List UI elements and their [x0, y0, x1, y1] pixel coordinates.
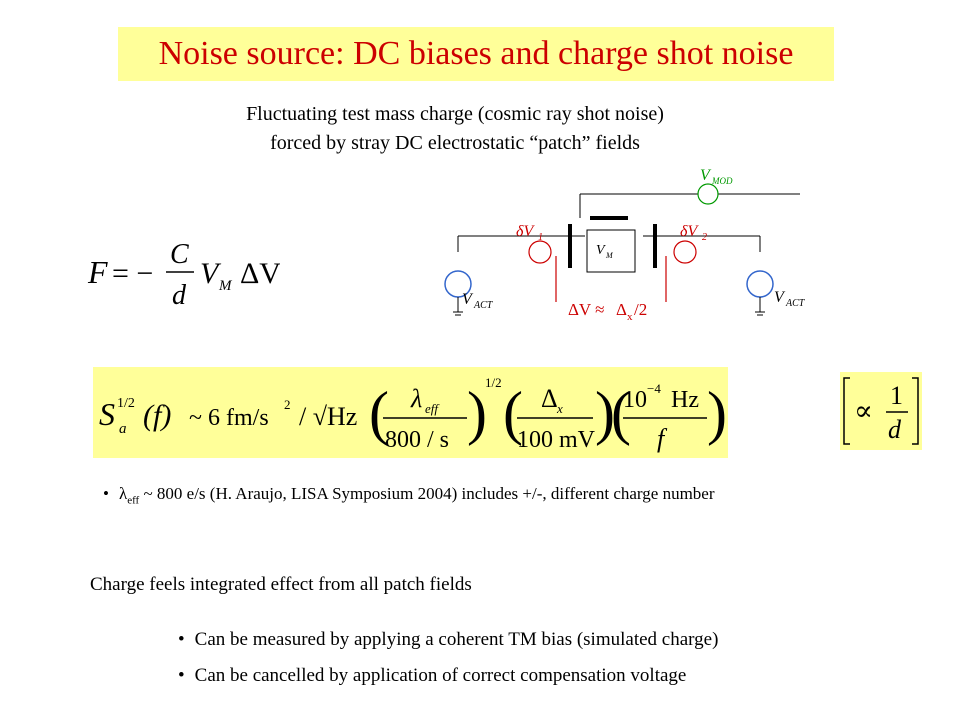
half-exponent: 1/2	[485, 375, 502, 390]
proportional-symbol: ∝	[854, 396, 873, 427]
slide-title: Noise source: DC biases and charge shot …	[158, 35, 794, 72]
hz-unit: Hz	[671, 387, 699, 413]
lambda-bullet-subscript: eff	[127, 494, 140, 507]
squared-exponent: 2	[284, 397, 291, 412]
bullet-glyph: •	[178, 629, 185, 650]
patch-heading: Charge feels integrated effect from all …	[90, 574, 472, 595]
vact-left-label: V	[462, 291, 474, 308]
bullet-cancelled-text: Can be cancelled by application of corre…	[194, 665, 687, 686]
dv1-subscript: 1	[538, 232, 543, 243]
voltage-subscript: M	[218, 278, 233, 294]
per-root-hz: / √Hz	[299, 402, 357, 431]
proportional-highlight	[840, 372, 922, 450]
lambda-bullet-text: ~ 800 e/s (H. Araujo, LISA Symposium 200…	[139, 484, 715, 503]
slide-subtitle: Fluctuating test mass charge (cosmic ray…	[150, 100, 760, 158]
bullet-measured: • Can be measured by applying a coherent …	[178, 629, 718, 651]
bullet-cancelled: • Can be cancelled by application of corr…	[178, 665, 686, 687]
noise-equation: S 1/2 a (f) ~ 6 fm/s 2 / √Hz ( λ eff 800…	[99, 375, 727, 453]
hz-exponent: −4	[647, 381, 661, 396]
circuit-diagram: V M δV 1 δV 2 V MOD V ACT V ACT ΔV ≈ Δ x…	[444, 167, 806, 323]
proportional-denominator: d	[888, 415, 902, 444]
rparen-hz: )	[707, 380, 727, 446]
noise-equation-highlight	[93, 367, 728, 458]
vm-label: V	[596, 243, 606, 258]
lambda-numerator: λ	[410, 384, 422, 413]
vm-subscript: M	[605, 251, 614, 260]
right-vact-source	[746, 270, 774, 298]
capacitance-symbol: C	[170, 239, 189, 270]
lambda-denominator: 800 / s	[385, 427, 449, 453]
hz-numerator: 10	[623, 387, 647, 413]
spectral-density-symbol: S	[99, 396, 115, 432]
lparen-hz: (	[611, 380, 631, 446]
distance-symbol: d	[172, 280, 187, 311]
spectral-density-subscript: a	[119, 421, 127, 437]
bullet-glyph: •	[103, 484, 109, 503]
dv2-subscript: 2	[702, 232, 707, 243]
approx-value: ~ 6 fm/s	[189, 405, 269, 431]
bullet-glyph: •	[178, 665, 185, 686]
dx-denominator: 100 mV	[517, 427, 596, 453]
vmod-source	[697, 183, 719, 205]
dv2-source	[673, 240, 697, 264]
equals-minus: = −	[112, 257, 153, 290]
dv1-label: δV	[516, 223, 535, 240]
delta-v-symbol: ΔV	[240, 257, 280, 290]
lparen-lambda: (	[369, 380, 389, 446]
lambda-symbol: λ	[118, 484, 128, 503]
subtitle-line-1: Fluctuating test mass charge (cosmic ray…	[246, 103, 664, 125]
subtitle-line-2: forced by stray DC electrostatic “patch”…	[270, 132, 640, 154]
hz-denominator: f	[657, 424, 668, 453]
delta-x-symbol: Δ	[616, 300, 627, 319]
delta-v-label: ΔV ≈	[568, 300, 604, 319]
voltage-symbol: V	[200, 257, 222, 290]
spectral-density-superscript: 1/2	[117, 396, 135, 411]
lambda-subscript: eff	[425, 401, 440, 416]
frequency-argument: (f)	[143, 399, 171, 432]
delta-x-subscript: x	[627, 311, 633, 323]
force-equation: F = − C d V M ΔV	[87, 239, 280, 311]
title-highlight	[118, 27, 834, 81]
delta-x-tail: /2	[634, 300, 647, 319]
right-electrode	[653, 224, 657, 268]
dx-subscript: x	[556, 401, 563, 416]
left-bracket	[843, 377, 850, 445]
vmod-subscript: MOD	[711, 176, 733, 186]
vmod-label: V	[700, 167, 712, 184]
force-symbol: F	[87, 254, 108, 290]
dv2-label: δV	[680, 223, 699, 240]
vact-left-subscript: ACT	[473, 300, 494, 311]
rparen-dx: )	[595, 380, 615, 446]
test-mass	[586, 229, 636, 273]
vact-right-subscript: ACT	[785, 298, 806, 309]
lambda-bullet: • λeff ~ 800 e/s (H. Araujo, LISA Symposi…	[103, 484, 715, 506]
left-electrode	[568, 224, 572, 268]
dx-numerator: Δ	[541, 384, 558, 413]
vact-right-label: V	[774, 289, 786, 306]
dv1-source	[528, 240, 552, 264]
bullet-measured-text: Can be measured by applying a coherent T…	[194, 629, 719, 650]
proportional-expression: ∝ 1 d	[843, 377, 919, 445]
top-electrode	[590, 216, 628, 220]
rparen-lambda: )	[467, 380, 487, 446]
proportional-numerator: 1	[890, 381, 903, 410]
right-bracket	[912, 377, 919, 445]
lparen-dx: (	[503, 380, 523, 446]
